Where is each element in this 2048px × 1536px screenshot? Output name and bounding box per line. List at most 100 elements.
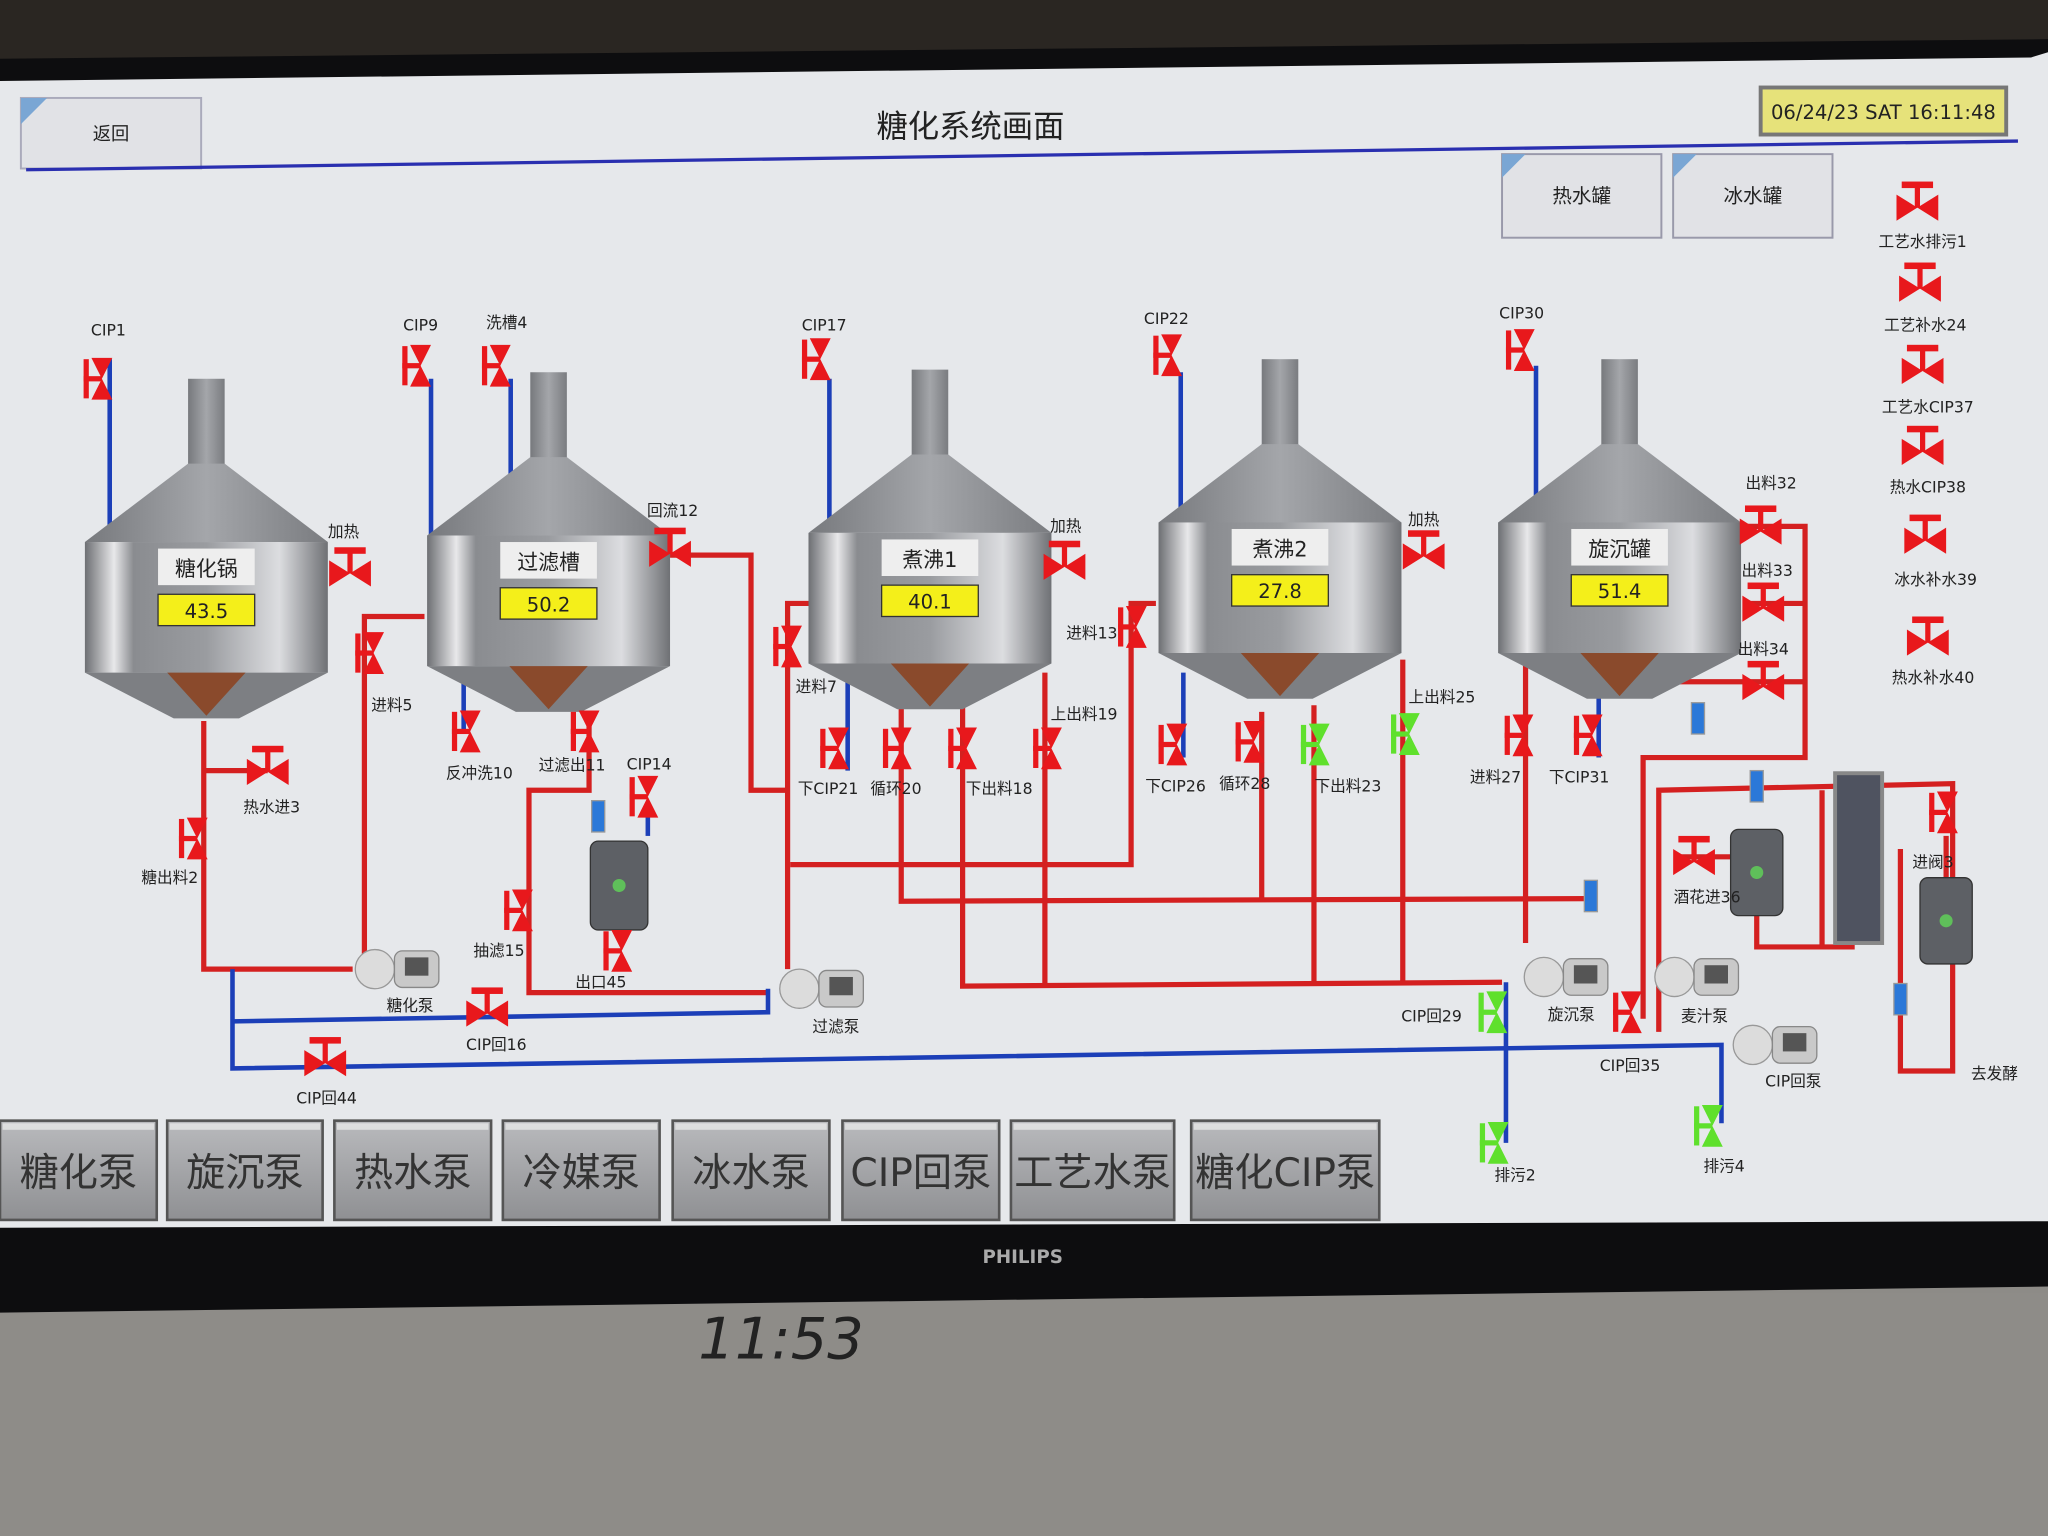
valve-CIP30[interactable]: CIP30 [1499, 304, 1544, 371]
valve-排污4[interactable]: 排污4 [1694, 1104, 1745, 1176]
pump-icon[interactable]: CIP回泵 [1732, 1024, 1822, 1091]
valve-CIP22[interactable]: CIP22 [1144, 309, 1189, 377]
valve-上出料19[interactable]: 上出料19 [1033, 705, 1118, 770]
product-pipe [959, 705, 1503, 989]
product-pipe [526, 711, 768, 996]
valve-下CIP21[interactable]: 下CIP21 [798, 727, 859, 799]
valve-label: 工艺水排污1 [1878, 232, 1966, 251]
valve-下出料23[interactable]: 下出料23 [1300, 723, 1381, 796]
valve-出料33[interactable]: 出料33 [1742, 561, 1793, 622]
valve-label: 下CIP31 [1549, 767, 1610, 786]
valve-icon [1505, 329, 1535, 371]
valve-icon [1694, 1104, 1723, 1147]
pump-control-button[interactable]: 冰水泵 [671, 1119, 831, 1222]
valve-icon [882, 727, 912, 770]
valve-label: 循环20 [870, 779, 921, 798]
valve-糖出料2[interactable]: 糖出料2 [141, 817, 208, 887]
valve-工艺补水24[interactable]: 工艺补水24 [1884, 262, 1967, 335]
valve-CIP9[interactable]: CIP9 [402, 315, 438, 387]
valve-排污2[interactable]: 排污2 [1479, 1121, 1536, 1185]
pump-icon[interactable]: 糖化泵 [354, 948, 440, 1015]
valve-循环20[interactable]: 循环20 [870, 727, 922, 799]
valve-过滤出11[interactable]: 过滤出11 [539, 710, 606, 775]
pump-control-button-label: 糖化泵 [20, 1151, 138, 1196]
valve-酒花进36[interactable]: 酒花进36 [1673, 835, 1741, 907]
valve-加热[interactable]: 加热 [328, 522, 371, 587]
valve-热水补水40[interactable]: 热水补水40 [1892, 616, 1975, 687]
valve-回流12[interactable]: 回流12 [647, 501, 698, 567]
nav-button-ice-water-tank[interactable]: 冰水罐 [1672, 153, 1834, 239]
valve-出料32[interactable]: 出料32 [1739, 473, 1797, 545]
pump-control-button-label: 旋沉泵 [186, 1151, 304, 1196]
valve-下CIP26[interactable]: 下CIP26 [1145, 723, 1206, 796]
pump-control-button[interactable]: 工艺水泵 [1009, 1119, 1176, 1222]
valve-CIP14[interactable]: CIP14 [627, 754, 672, 818]
pump-control-button[interactable]: 冷媒泵 [501, 1119, 661, 1222]
pump-icon[interactable]: 过滤泵 [779, 968, 864, 1036]
valve-label: 上出料25 [1409, 688, 1476, 707]
valve-label: 下CIP21 [798, 779, 859, 798]
valve-label: 循环28 [1219, 774, 1270, 793]
valve-上出料25[interactable]: 上出料25 [1391, 688, 1475, 755]
pump-control-button[interactable]: CIP回泵 [841, 1119, 1001, 1222]
valve-进料13[interactable]: 进料13 [1066, 606, 1147, 648]
valve-label: 下CIP26 [1145, 777, 1206, 796]
valve-icon [451, 710, 481, 753]
valve-加热[interactable]: 加热 [1402, 510, 1445, 570]
valve-icon [355, 632, 384, 674]
valve-icon [83, 357, 113, 400]
control-valve-icon [1899, 262, 1941, 302]
valve-进料5[interactable]: 进料5 [355, 632, 412, 715]
valve-加热[interactable]: 加热 [1043, 517, 1086, 580]
pump-icon[interactable]: 麦汁泵 [1654, 956, 1740, 1025]
valve-label: 下出料23 [1314, 777, 1381, 796]
valve-进料7[interactable]: 进料7 [773, 625, 837, 697]
valve-出料34[interactable]: 出料34 [1738, 639, 1789, 701]
valve-CIP17[interactable]: CIP17 [801, 315, 847, 381]
valve-洗槽4[interactable]: 洗槽4 [481, 313, 527, 387]
flow-meter-icon [1583, 879, 1599, 913]
valve-label: 酒花进36 [1674, 888, 1741, 907]
valve-icon [948, 727, 977, 770]
valve-冰水补水39[interactable]: 冰水补水39 [1894, 514, 1977, 590]
valve-icon [801, 338, 831, 381]
pump-control-button[interactable]: 旋沉泵 [165, 1119, 324, 1222]
valve-label: 工艺水CIP37 [1882, 398, 1974, 417]
back-button[interactable]: 返回 [19, 96, 203, 170]
valve-出口45[interactable]: 出口45 [575, 929, 633, 991]
valve-工艺水排污1[interactable]: 工艺水排污1 [1878, 181, 1967, 251]
valve-循环28[interactable]: 循环28 [1219, 720, 1270, 793]
valve-CIP回44[interactable]: CIP回44 [296, 1037, 357, 1108]
pump-icon[interactable]: 旋沉泵 [1523, 956, 1609, 1024]
valve-抽滤15[interactable]: 抽滤15 [473, 889, 533, 960]
pump-control-button[interactable]: 糖化CIP泵 [1189, 1119, 1381, 1222]
valve-CIP1[interactable]: CIP1 [83, 321, 126, 400]
valve-CIP回29[interactable]: CIP回29 [1401, 991, 1508, 1034]
valve-CIP回16[interactable]: CIP回16 [466, 987, 527, 1054]
valve-反冲洗10[interactable]: 反冲洗10 [446, 710, 513, 783]
valve-热水进3[interactable]: 热水进3 [243, 745, 300, 817]
valve-CIP回35[interactable]: CIP回35 [1600, 991, 1661, 1075]
valve-icon [1300, 723, 1330, 766]
flow-meter-icon [1749, 769, 1764, 803]
product-pipe [361, 613, 425, 970]
pump-control-button[interactable]: 热水泵 [333, 1119, 493, 1222]
control-valve-icon [304, 1037, 347, 1077]
valve-进阀3[interactable]: 进阀3 [1912, 791, 1958, 872]
nav-button-hot-water-tank[interactable]: 热水罐 [1501, 153, 1663, 239]
valve-进料27[interactable]: 进料27 [1470, 714, 1534, 786]
valve-label: 热水进3 [243, 797, 300, 816]
valve-icon [1118, 606, 1147, 648]
nav-button-label: 冰水罐 [1723, 184, 1782, 207]
valve-工艺水CIP37[interactable]: 工艺水CIP37 [1882, 344, 1974, 417]
valve-下出料18[interactable]: 下出料18 [948, 727, 1033, 799]
valve-icon [1235, 720, 1265, 763]
pump-control-button[interactable]: 糖化泵 [0, 1119, 159, 1222]
valve-下CIP31[interactable]: 下CIP31 [1549, 714, 1610, 786]
valve-热水CIP38[interactable]: 热水CIP38 [1890, 425, 1966, 497]
